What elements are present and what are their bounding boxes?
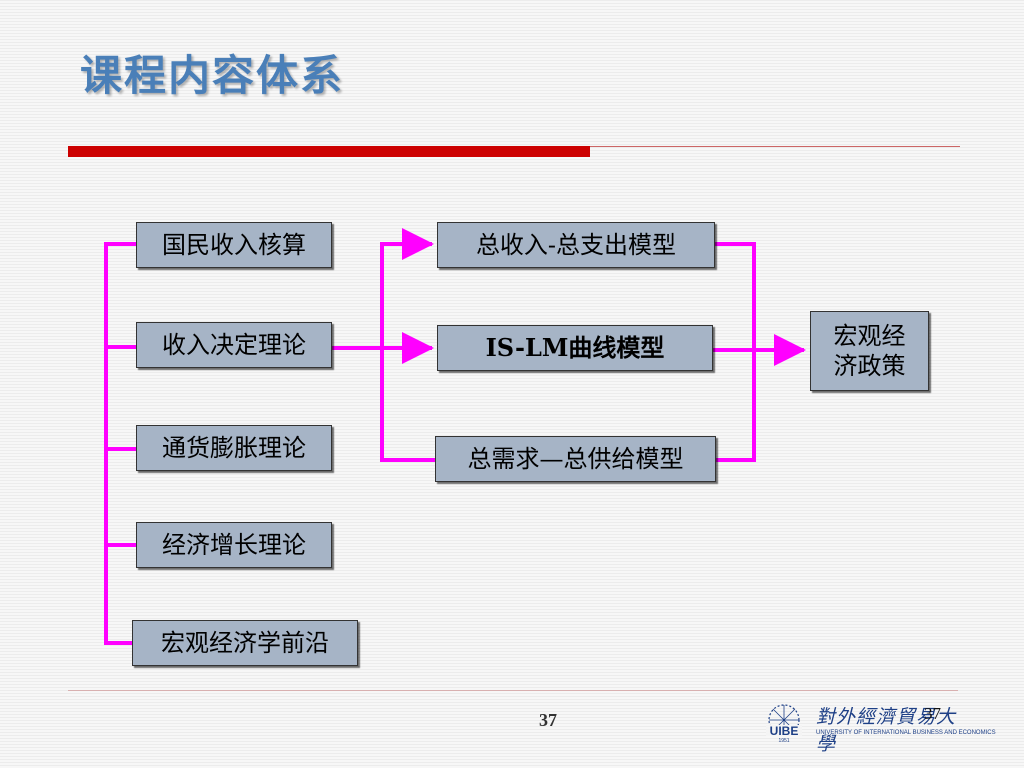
node-income-determination-theory: 收入决定理论	[136, 322, 332, 368]
title-divider-thin	[590, 146, 960, 147]
node-ae-model: 总收入-总支出模型	[437, 222, 715, 268]
node-label: 通货膨胀理论	[162, 434, 306, 462]
logo-name-en: UNIVERSITY OF INTERNATIONAL BUSINESS AND…	[816, 730, 996, 736]
node-label: 宏观经济学前沿	[161, 629, 329, 657]
node-label: 总收入-总支出模型	[475, 231, 677, 259]
node-macroeconomics-frontier: 宏观经济学前沿	[132, 620, 358, 666]
node-label: 总需求—总供给模型	[467, 445, 684, 473]
logo-name-cn: 對外經濟貿易大學	[816, 706, 957, 755]
logo-abbr: UIBE	[770, 724, 799, 738]
logo-page-number-overlay: 37	[924, 704, 941, 723]
node-label: IS-LM曲线模型	[485, 333, 665, 362]
node-islm-model: IS-LM曲线模型	[437, 325, 713, 371]
node-label: 经济增长理论	[162, 531, 306, 559]
slide-title: 课程内容体系	[80, 51, 345, 100]
footer-divider	[68, 690, 958, 691]
node-macroeconomic-policy: 宏观经济政策	[810, 311, 929, 391]
node-ad-as-model: 总需求—总供给模型	[435, 436, 716, 482]
node-economic-growth-theory: 经济增长理论	[136, 522, 332, 568]
logo-seal-icon: UIBE 1951	[766, 704, 802, 744]
title-divider-red	[68, 146, 590, 157]
node-inflation-theory: 通货膨胀理论	[136, 425, 332, 471]
node-label: 国民收入核算	[162, 231, 306, 259]
logo-year: 1951	[778, 738, 789, 744]
node-label: 收入决定理论	[162, 331, 306, 359]
page-number: 37	[539, 710, 557, 730]
university-logo: UIBE 1951 對外經濟貿易大學 UNIVERSITY OF INTERNA…	[762, 700, 996, 755]
node-national-income-accounting: 国民收入核算	[136, 222, 332, 268]
node-label: 宏观经济政策	[833, 322, 906, 380]
